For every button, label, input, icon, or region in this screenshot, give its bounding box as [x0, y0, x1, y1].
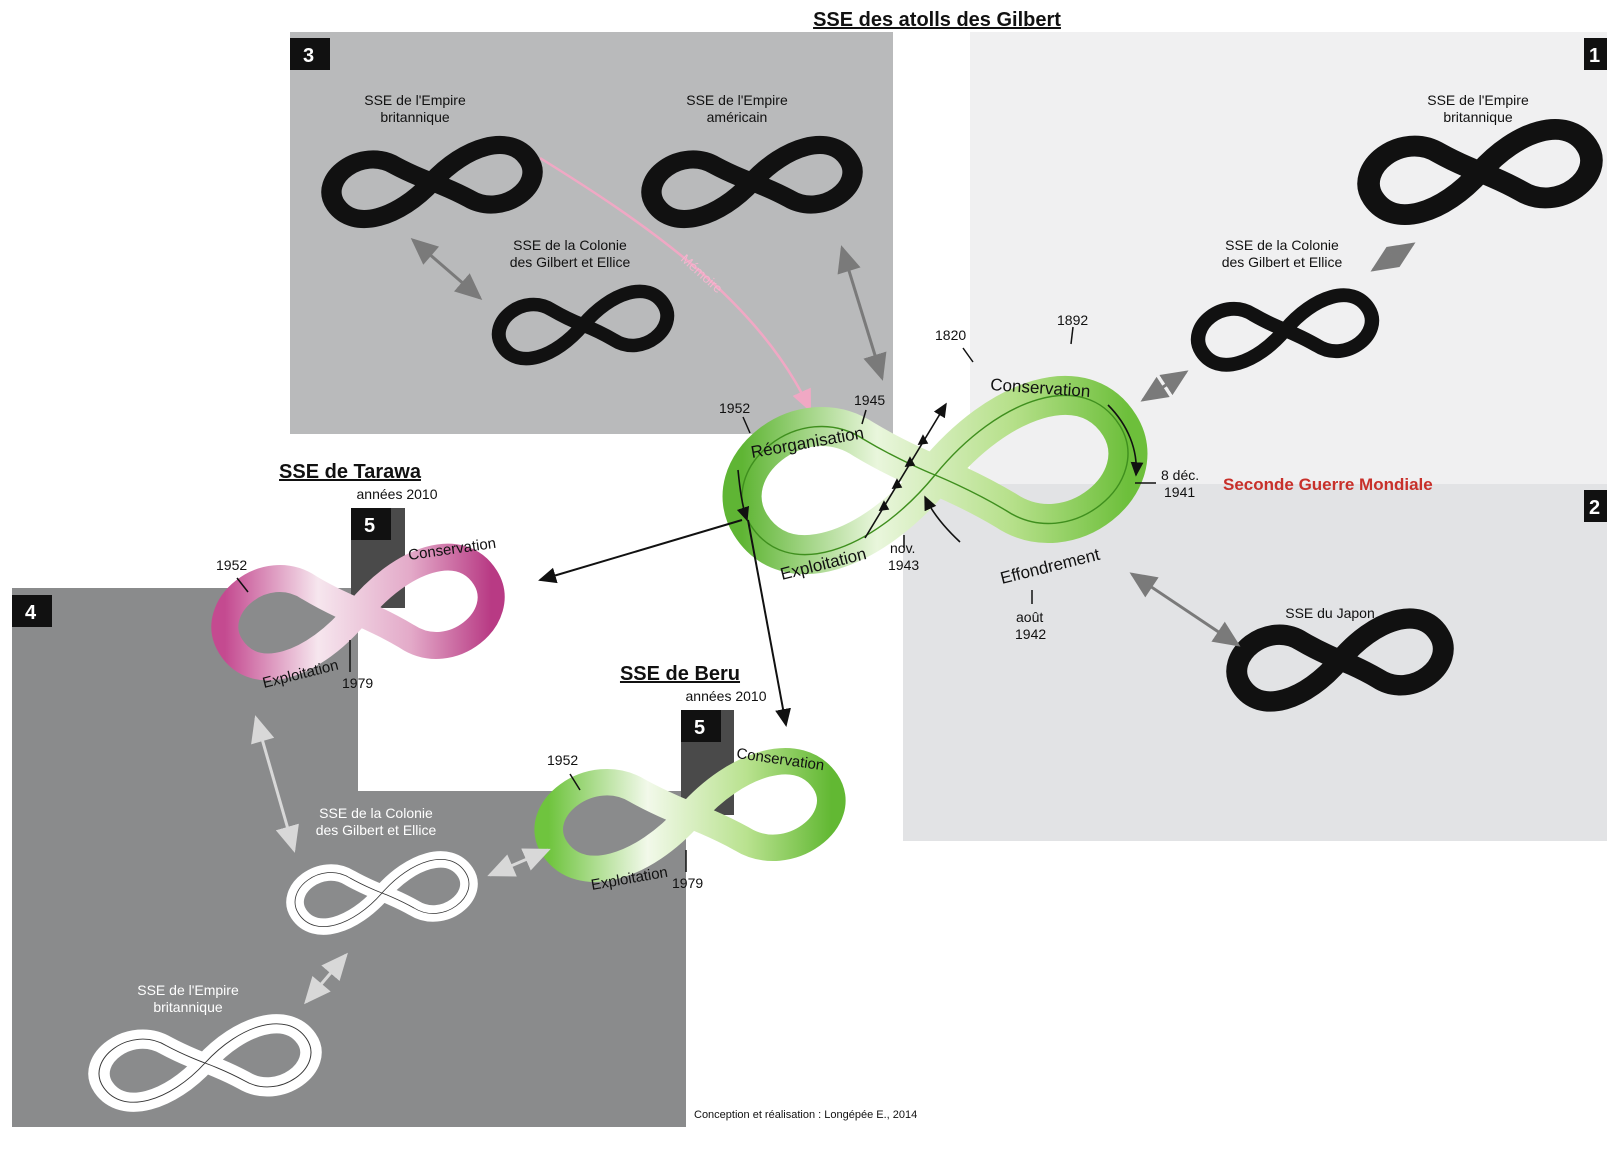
date-nov-1943-l1: nov.: [890, 540, 915, 556]
world-war-label: Seconde Guerre Mondiale: [1223, 475, 1433, 494]
british-empire-label-p4-l1: SSE de l'Empire: [137, 982, 239, 998]
credit-line: Conception et réalisation : Longépée E.,…: [694, 1109, 917, 1121]
date-1952: 1952: [719, 400, 750, 416]
american-empire-label-p3-l2: américain: [707, 109, 768, 125]
date-1820: 1820: [935, 327, 966, 343]
memory-arrow: [539, 156, 812, 413]
panel-1-number: 1: [1589, 45, 1600, 67]
beru-panel-number: 5: [694, 717, 705, 739]
panel-3-number: 3: [303, 45, 314, 67]
colony-label-p4-l1: SSE de la Colonie: [319, 805, 433, 821]
date-aout-1942-l2: 1942: [1015, 626, 1046, 642]
tarawa-colony-link-p4: [251, 715, 299, 853]
colony-label-p3-l1: SSE de la Colonie: [513, 237, 627, 253]
conservation-flow-arrow: [1107, 404, 1144, 477]
panel-3-number-box: [290, 38, 330, 70]
central-to-tarawa-arrow: [538, 519, 743, 584]
panel-2-background: [903, 484, 1607, 841]
british-colony-link-p4: [304, 952, 348, 1005]
colony-label-p1-l1: SSE de la Colonie: [1225, 237, 1339, 253]
tarawa-period: années 2010: [357, 486, 438, 502]
diagram-title: SSE des atolls des Gilbert: [813, 9, 1061, 31]
british-empire-label-p1-l1: SSE de l'Empire: [1427, 92, 1529, 108]
colony-label-p4-l2: des Gilbert et Ellice: [316, 822, 437, 838]
date-dec-1941-l1: 8 déc.: [1161, 467, 1199, 483]
date-dec-1941-l2: 1941: [1164, 484, 1195, 500]
british-empire-label-p1-l2: britannique: [1443, 109, 1512, 125]
beru-1952-tick: [569, 773, 581, 791]
date-nov-1943-l2: 1943: [888, 557, 919, 573]
reorg-flow-arrow: [736, 469, 750, 522]
central-colony-link-p1: [1140, 370, 1189, 402]
panel-4-number-box: [12, 595, 52, 627]
tarawa-1952: 1952: [216, 557, 247, 573]
american-empire-label-p3-l1: SSE de l'Empire: [686, 92, 788, 108]
panel-1-number-box: [1584, 38, 1607, 70]
collapse-flow-arrow: [924, 495, 961, 543]
beru-1979: 1979: [672, 875, 703, 891]
tarawa-panel-box: [351, 508, 391, 540]
colony-label-p3-l2: des Gilbert et Ellice: [510, 254, 631, 270]
colony-british-link-p1: [1370, 242, 1416, 272]
british-empire-label-p4-l2: britannique: [153, 999, 222, 1015]
central-date-ticks: [742, 326, 1156, 604]
tarawa-title: SSE de Tarawa: [279, 461, 422, 483]
beru-title: SSE de Beru: [620, 663, 740, 685]
american-central-link: [837, 245, 887, 381]
central-to-beru-arrow: [747, 519, 791, 727]
central-japan-link: [1129, 572, 1241, 647]
beru-1952: 1952: [547, 752, 578, 768]
panel-2-number-box: [1584, 490, 1607, 522]
colony-label-p1-l2: des Gilbert et Ellice: [1222, 254, 1343, 270]
panel-3-background: [290, 32, 893, 434]
date-aout-1942-l1: août: [1016, 609, 1043, 625]
beru-period: années 2010: [686, 688, 767, 704]
british-empire-label-p3-l2: britannique: [380, 109, 449, 125]
tarawa-1952-tick: [236, 577, 249, 593]
date-1892: 1892: [1057, 312, 1088, 328]
british-empire-label-p3-l1: SSE de l'Empire: [364, 92, 466, 108]
date-1945: 1945: [854, 392, 885, 408]
exploitation-path-arrows: [864, 402, 947, 539]
panel-4-background: [12, 588, 686, 1127]
tarawa-panel-number: 5: [364, 515, 375, 537]
beru-panel-box: [681, 710, 721, 742]
colony-beru-link-p4: [487, 848, 551, 877]
british-colony-link-p3: [410, 238, 483, 300]
tarawa-1979: 1979: [342, 675, 373, 691]
panel-4-number: 4: [25, 602, 37, 624]
japan-label: SSE du Japon: [1285, 605, 1375, 621]
panel-2-number: 2: [1589, 497, 1600, 519]
